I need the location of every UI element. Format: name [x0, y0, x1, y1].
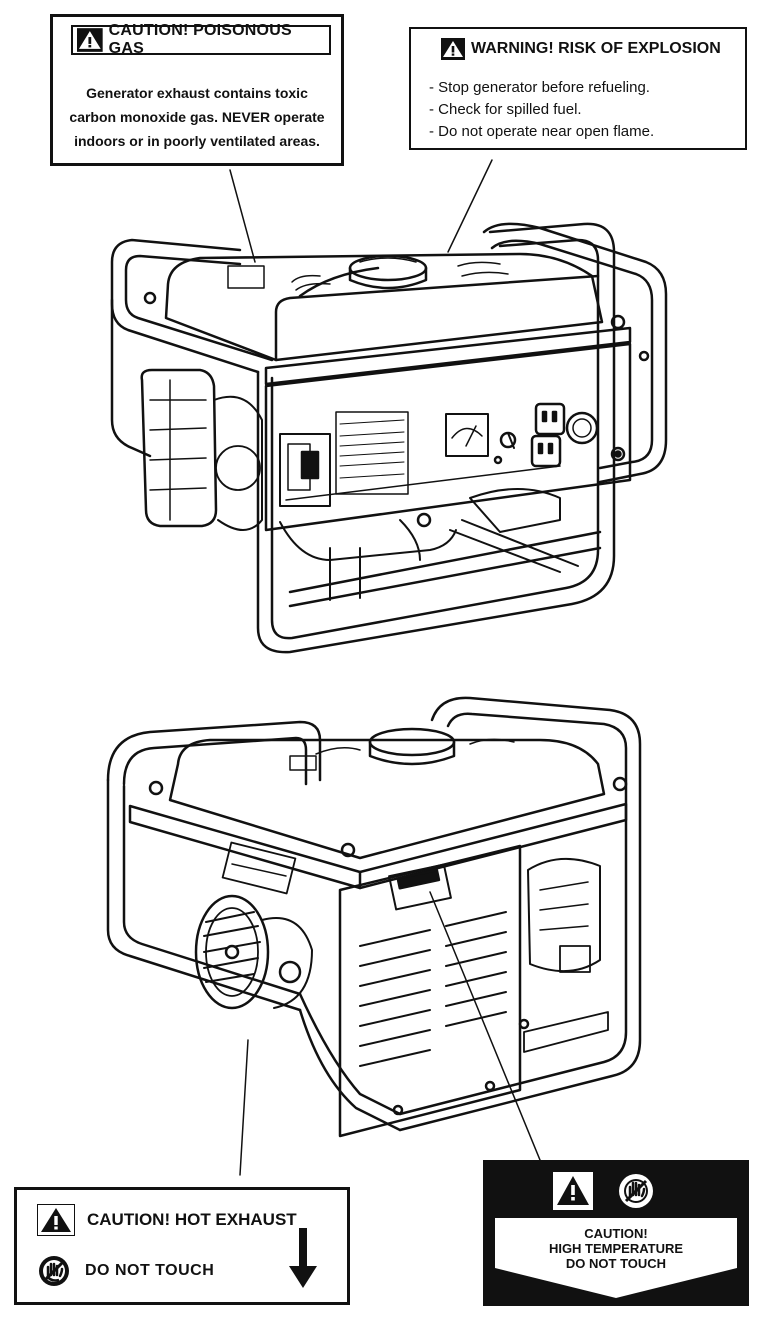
warning-triangle-icon — [37, 1204, 75, 1236]
outlet — [530, 434, 562, 468]
list-item: - Stop generator before refueling. — [429, 79, 650, 96]
frame-tube — [124, 254, 274, 362]
frame-tube — [122, 736, 308, 786]
poisonous-gas-line: Generator exhaust contains toxic — [86, 85, 308, 101]
poisonous-gas-body: Generator exhaust contains toxic carbon … — [53, 81, 341, 153]
spec-sticker — [335, 411, 409, 495]
no-touch-hand-icon — [619, 1174, 653, 1208]
engine-switch — [279, 433, 331, 507]
leader-line — [447, 159, 493, 253]
explosion-title: WARNING! RISK OF EXPLOSION — [471, 40, 721, 57]
explosion-list: - Stop generator before refueling. - Che… — [429, 77, 654, 143]
control-panel — [264, 342, 632, 532]
poisonous-gas-line: carbon monoxide gas. NEVER operate — [69, 109, 325, 125]
leader-line — [239, 1039, 249, 1176]
generator-front-illustration — [110, 159, 668, 654]
volt-meter — [445, 413, 489, 457]
hot-exhaust-subtitle: DO NOT TOUCH — [85, 1262, 215, 1279]
hot-exhaust-header: CAUTION! HOT EXHAUST — [37, 1204, 297, 1236]
frame-tube — [398, 712, 628, 1116]
leader-line — [229, 169, 256, 263]
leader-line — [429, 891, 541, 1161]
high-temperature-line: CAUTION! — [584, 1226, 648, 1241]
high-temperature-line: DO NOT TOUCH — [565, 1256, 667, 1271]
fuel-cap — [368, 727, 456, 757]
rear-warning-sticker — [388, 863, 452, 911]
high-temperature-icons — [553, 1172, 655, 1210]
fuel-tank — [164, 252, 604, 362]
arrow-down-icon — [289, 1228, 317, 1288]
hot-exhaust-subheader: DO NOT TOUCH — [37, 1254, 214, 1288]
warning-triangle-icon — [441, 38, 465, 60]
frame-tube — [398, 696, 642, 1132]
outlet — [534, 402, 566, 436]
frame-tube — [490, 239, 654, 470]
side-warning-sticker — [221, 841, 297, 895]
hot-exhaust-label: CAUTION! HOT EXHAUST DO NOT TOUCH — [14, 1187, 350, 1305]
poisonous-gas-title: CAUTION! POISONOUS GAS — [108, 22, 292, 57]
frame-tube — [106, 720, 322, 782]
high-temperature-label: CAUTION! HIGH TEMPERATURE DO NOT TOUCH — [483, 1160, 749, 1306]
engine-block — [140, 368, 218, 528]
fuel-tank — [168, 738, 606, 860]
muffler-housing — [194, 894, 270, 1010]
fuel-cap — [348, 254, 428, 282]
frame-tube — [110, 298, 152, 458]
rear-panel — [338, 844, 522, 1138]
frame-tube — [256, 222, 616, 654]
high-temperature-line: HIGH TEMPERATURE — [548, 1241, 684, 1256]
explosion-warning-label: WARNING! RISK OF EXPLOSION - Stop genera… — [409, 27, 747, 150]
warning-triangle-icon — [553, 1172, 593, 1210]
explosion-header: WARNING! RISK OF EXPLOSION — [441, 35, 741, 63]
poisonous-gas-line: indoors or in poorly ventilated areas. — [74, 133, 320, 149]
warning-triangle-icon — [77, 28, 103, 52]
poisonous-gas-header: CAUTION! POISONOUS GAS — [71, 22, 331, 57]
arrow-banner-shape — [495, 1218, 737, 1298]
list-item: - Check for spilled fuel. — [429, 101, 582, 118]
frame-tube — [110, 238, 260, 374]
list-item: - Do not operate near open flame. — [429, 123, 655, 140]
poisonous-gas-label: CAUTION! POISONOUS GAS Generator exhaust… — [50, 14, 344, 166]
no-touch-hand-icon — [39, 1256, 69, 1286]
frame-tube — [482, 222, 668, 484]
generator-rear-illustration — [106, 696, 642, 1176]
twist-lock-outlet — [565, 411, 599, 445]
hot-exhaust-title: CAUTION! HOT EXHAUST — [87, 1210, 297, 1229]
high-temperature-text: CAUTION! HIGH TEMPERATURE DO NOT TOUCH — [483, 1226, 749, 1271]
